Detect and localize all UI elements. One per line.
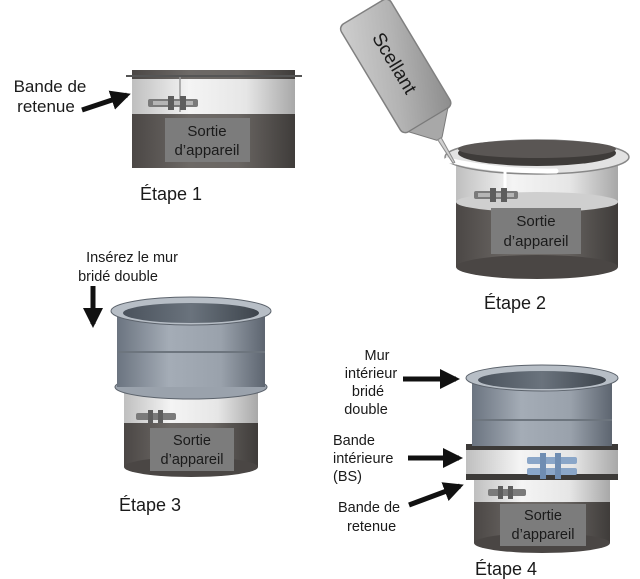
step4-band-arrow (408, 482, 464, 508)
step1-outlet-text-2: d’appareil (174, 142, 239, 159)
step4-illustration: Sortie d’appareil (465, 364, 619, 553)
step1-outlet-label-box (165, 118, 250, 162)
step4-inner-label-3: (BS) (333, 469, 362, 485)
step3-band-clamp (136, 410, 176, 423)
step4-inner-label-1: Bande (333, 433, 375, 449)
step3-outlet-text-1: Sortie (173, 433, 211, 449)
step1-illustration: Sortie d’appareil (126, 70, 302, 168)
sealant-tube: Scellant (339, 0, 456, 164)
step4-wall-label-4: double (344, 402, 388, 418)
step3-caption: Étape 3 (119, 495, 181, 515)
step2-illustration: Sortie d’appareil Scellant (339, 0, 630, 279)
step4-outlet-text-2: d’appareil (512, 527, 575, 543)
step1-band-arrow (81, 90, 131, 113)
step2-sealant-bead (444, 157, 559, 174)
step1-outlet-text-1: Sortie (187, 123, 226, 140)
step4-band-label-2: retenue (347, 519, 396, 535)
step4-inner-clamp (527, 453, 577, 479)
step4-outlet-label-box (500, 504, 586, 546)
step4-wall-label-3: bridé (352, 384, 384, 400)
step3-outlet-label-box (150, 428, 234, 471)
step4-outlet-text-1: Sortie (524, 508, 562, 524)
step2-band-clamp (474, 188, 518, 202)
step1-band-label-2: retenue (17, 97, 75, 116)
step2-outlet-text-1: Sortie (516, 213, 555, 230)
step4-double-wall (472, 382, 612, 446)
step4-wall-label-2: intérieur (345, 366, 398, 382)
step3-outlet-text-2: d’appareil (161, 452, 224, 468)
step1-band-label-1: Bande de (14, 77, 87, 96)
step3-insert-label-1: Insérez le mur (86, 250, 178, 266)
step4-inner-label-2: intérieure (333, 451, 393, 467)
step2-caption: Étape 2 (484, 293, 546, 313)
step4-retaining-clamp (488, 486, 526, 499)
step1-caption: Étape 1 (140, 184, 202, 204)
step1-retaining-band (132, 79, 295, 114)
step2-outlet-label-box (491, 208, 581, 254)
step3-insert-label-2: bridé double (78, 269, 158, 285)
step4-caption: Étape 4 (475, 559, 537, 579)
step4-wall-label-1: Mur (365, 348, 390, 364)
step3-illustration: Sortie d’appareil (110, 296, 272, 477)
step4-band-label-1: Bande de (338, 500, 400, 516)
step1-band-clamp (148, 96, 198, 110)
step2-outlet-text-2: d’appareil (503, 233, 568, 250)
